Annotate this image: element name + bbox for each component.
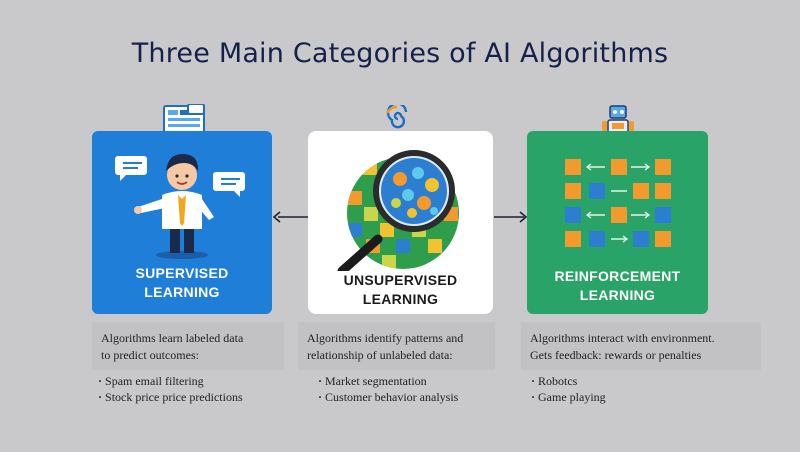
reinforcement-card: REINFORCEMENT LEARNING	[527, 131, 708, 314]
supervised-card: SUPERVISED LEARNING	[92, 131, 272, 314]
unsupervised-label: UNSUPERVISED LEARNING	[308, 271, 493, 309]
list-item: Spam email filtering	[98, 373, 243, 389]
grid-of-squares-with-arrows-icon	[565, 159, 671, 247]
list-item: Stock price price predictions	[98, 389, 243, 405]
person-with-speech-bubbles-icon	[115, 153, 245, 259]
spiral-icon	[385, 105, 408, 129]
list-item: Customer behavior analysis	[318, 389, 458, 405]
list-item: Game playing	[531, 389, 606, 405]
reinforcement-examples: Robotcs Game playing	[531, 373, 606, 405]
unsupervised-description: Algorithms identify patterns and relatio…	[298, 322, 495, 370]
reinforcement-label: REINFORCEMENT LEARNING	[527, 267, 708, 305]
reinforcement-label-line1: REINFORCEMENT	[554, 268, 681, 284]
robot-icon	[602, 105, 634, 135]
reinforcement-description-line2: Gets feedback: rewards or penalties	[530, 348, 702, 362]
supervised-description-line1: Algorithms learn labeled data	[101, 331, 244, 345]
unsupervised-description-line2: relationship of unlabeled data:	[307, 348, 453, 362]
reinforcement-label-line2: LEARNING	[579, 287, 656, 303]
supervised-examples: Spam email filtering Stock price price p…	[98, 373, 243, 405]
list-item: Robotcs	[531, 373, 606, 389]
supervised-label-line2: LEARNING	[144, 284, 220, 300]
reinforcement-description-line1: Algorithms interact with environment.	[530, 331, 715, 345]
unsupervised-examples: Market segmentation Customer behavior an…	[318, 373, 458, 405]
magnifying-glass-clusters-icon	[337, 150, 459, 271]
unsupervised-label-line1: UNSUPERVISED	[343, 272, 458, 288]
supervised-label: SUPERVISED LEARNING	[92, 264, 272, 302]
data-sheet-icon	[163, 104, 205, 135]
arrow-left-icon	[272, 211, 310, 223]
arrow-right-icon	[494, 211, 528, 223]
list-item: Market segmentation	[318, 373, 458, 389]
unsupervised-label-line2: LEARNING	[362, 291, 439, 307]
page-title: Three Main Categories of AI Algorithms	[131, 38, 669, 69]
unsupervised-card: UNSUPERVISED LEARNING	[308, 131, 493, 314]
reinforcement-description: Algorithms interact with environment. Ge…	[521, 322, 761, 370]
supervised-label-line1: SUPERVISED	[135, 265, 229, 281]
supervised-description-line2: to predict outcomes:	[101, 348, 199, 362]
unsupervised-description-line1: Algorithms identify patterns and	[307, 331, 464, 345]
supervised-description: Algorithms learn labeled data to predict…	[92, 322, 284, 370]
